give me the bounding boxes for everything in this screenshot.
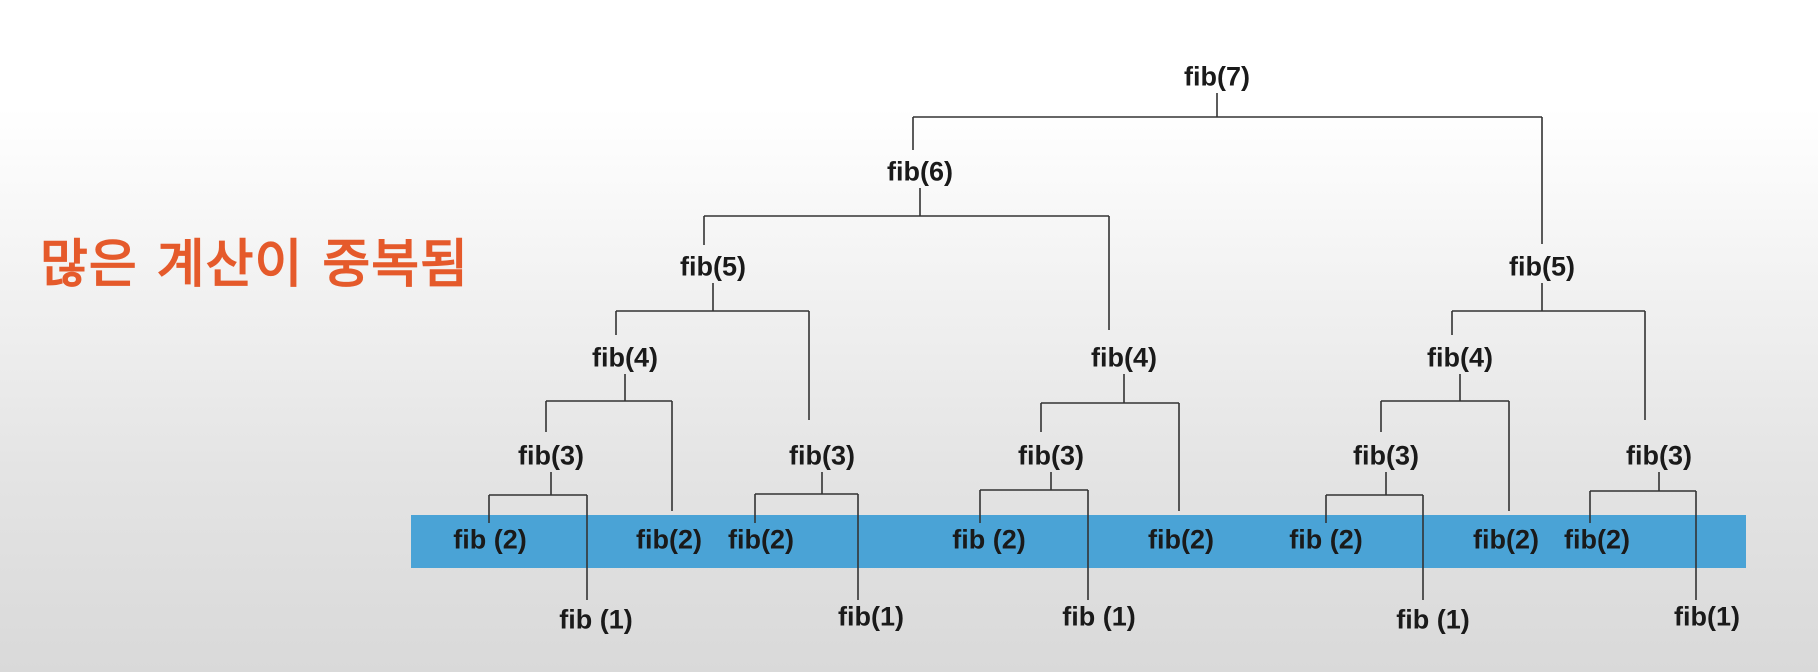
tree-node-n4b: fib(4) (1091, 342, 1157, 373)
duplicate-fib2-highlight-band (411, 515, 1746, 568)
tree-node-n2g: fib(2) (1473, 524, 1539, 555)
tree-node-n2h: fib(2) (1564, 524, 1630, 555)
tree-node-n2b: fib(2) (636, 524, 702, 555)
tree-node-n7: fib(7) (1184, 61, 1250, 92)
tree-node-n1b: fib(1) (838, 601, 904, 632)
tree-node-n3e: fib(3) (1626, 440, 1692, 471)
tree-node-n2e: fib(2) (1148, 524, 1214, 555)
tree-node-n2c: fib(2) (728, 524, 794, 555)
tree-node-n4c: fib(4) (1427, 342, 1493, 373)
tree-node-n2d: fib (2) (952, 524, 1026, 555)
tree-node-n1c: fib (1) (1062, 601, 1136, 632)
duplicate-computation-heading: 많은 계산이 중복됨 (40, 235, 469, 295)
tree-node-n1e: fib(1) (1674, 601, 1740, 632)
tree-node-n5a: fib(5) (680, 251, 746, 282)
tree-node-n6: fib(6) (887, 156, 953, 187)
tree-node-n3c: fib(3) (1018, 440, 1084, 471)
tree-node-n3d: fib(3) (1353, 440, 1419, 471)
tree-node-n2f: fib (2) (1289, 524, 1363, 555)
tree-node-n1a: fib (1) (559, 604, 633, 635)
tree-node-n1d: fib (1) (1396, 604, 1470, 635)
tree-node-n3b: fib(3) (789, 440, 855, 471)
tree-node-n5b: fib(5) (1509, 251, 1575, 282)
tree-node-n2a: fib (2) (453, 524, 527, 555)
tree-node-n3a: fib(3) (518, 440, 584, 471)
tree-node-n4a: fib(4) (592, 342, 658, 373)
